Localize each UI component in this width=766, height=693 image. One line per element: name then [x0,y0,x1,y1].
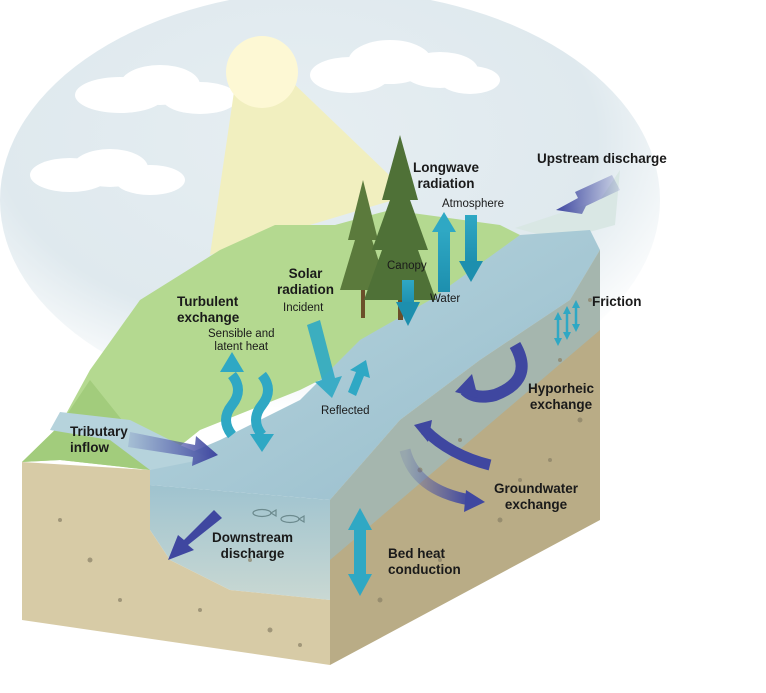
soil-front-face [22,462,330,665]
longwave-radiation-label: Longwave radiation [413,160,480,191]
reflected-label: Reflected [321,405,370,417]
downstream-discharge-label: Downstream discharge [212,530,294,561]
incident-label: Incident [283,302,324,314]
far-bank [515,170,620,240]
hyporheic-exchange-arrow [455,342,528,403]
sunbeam [210,80,410,255]
turbulent-exchange-label: Turbulent exchange [177,294,240,325]
sun-icon [226,36,298,108]
canopy-down-arrow [396,280,420,326]
cloud-icon [30,40,500,195]
tributary-inflow-label: Tributary inflow [70,424,128,455]
bed-heat-conduction-arrow [348,508,372,596]
longwave-down-arrow [459,215,483,282]
stream-water-cross-section [150,485,330,600]
turbulent-exchange-arrows [221,371,273,439]
turbulent-arrowhead-up [220,352,244,372]
downstream-discharge-arrow [168,510,222,560]
solar-radiation-label: Solar radiation [277,266,335,297]
friction-arrows [554,300,580,346]
riverbed-right [330,250,600,560]
canopy-label: Canopy [387,260,427,272]
solar-incident-arrow [307,320,342,398]
bed-heat-conduction-label: Bed heat conduction [388,546,461,577]
water-label: Water [430,293,461,305]
upstream-discharge-label: Upstream discharge [537,151,667,166]
groundwater-exchange-arrows [399,420,492,512]
longwave-up-arrow [432,212,456,292]
tributary-inflow-arrow [128,432,218,466]
friction-label: Friction [592,294,642,309]
atmosphere-label: Atmosphere [442,198,505,210]
gravel-texture [58,298,592,647]
turbulent-arrowhead-down [250,434,274,452]
groundwater-exchange-label: Groundwater exchange [494,481,579,512]
hyporheic-exchange-label: Hyporheic exchange [528,381,595,412]
solar-reflected-arrow [348,360,370,396]
sensible-latent-heat-label: Sensible and latent heat [208,328,275,354]
upstream-discharge-arrow [556,175,620,214]
fish-icon [252,508,305,524]
